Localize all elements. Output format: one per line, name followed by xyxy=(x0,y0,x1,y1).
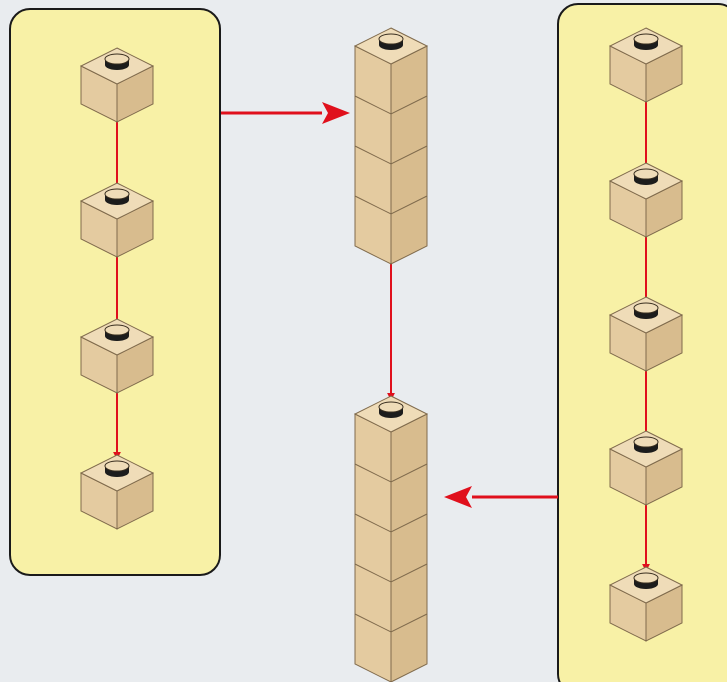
left-panel xyxy=(9,8,221,576)
stack-of-four xyxy=(353,27,429,265)
stack-right-face xyxy=(390,413,428,682)
brick-single xyxy=(79,182,155,258)
brick-stud-top xyxy=(104,460,130,472)
brick-seam xyxy=(354,95,428,115)
brick-single xyxy=(79,318,155,394)
brick-single xyxy=(608,430,684,506)
brick-single xyxy=(608,162,684,238)
brick-single xyxy=(608,566,684,642)
brick-seam xyxy=(354,145,428,165)
brick-single xyxy=(79,47,155,123)
arrow-head xyxy=(322,102,350,124)
brick-stud-top xyxy=(633,302,659,314)
brick-stud-top xyxy=(633,436,659,448)
bricks-layer xyxy=(79,27,684,682)
connectors-layer xyxy=(113,102,650,572)
arrow-head xyxy=(444,486,472,508)
brick-stud-top xyxy=(104,188,130,200)
brick-stud-top xyxy=(633,572,659,584)
stack-of-five xyxy=(353,395,429,682)
arrow-left-panel-to-stack xyxy=(221,102,350,124)
arrow-right-panel-to-stack xyxy=(444,486,558,508)
brick-seam xyxy=(354,195,428,215)
brick-seam xyxy=(354,563,428,583)
brick-stud-top xyxy=(378,401,404,413)
brick-stud-top xyxy=(633,33,659,45)
brick-single xyxy=(608,27,684,103)
brick-seam xyxy=(354,613,428,633)
brick-stud-top xyxy=(633,168,659,180)
brick-stud-top xyxy=(104,324,130,336)
brick-seam xyxy=(354,513,428,533)
brick-stud-top xyxy=(104,53,130,65)
brick-single xyxy=(79,454,155,530)
brick-stud-top xyxy=(378,33,404,45)
stack-left-face xyxy=(354,413,392,682)
brick-seam xyxy=(354,463,428,483)
brick-single xyxy=(608,296,684,372)
